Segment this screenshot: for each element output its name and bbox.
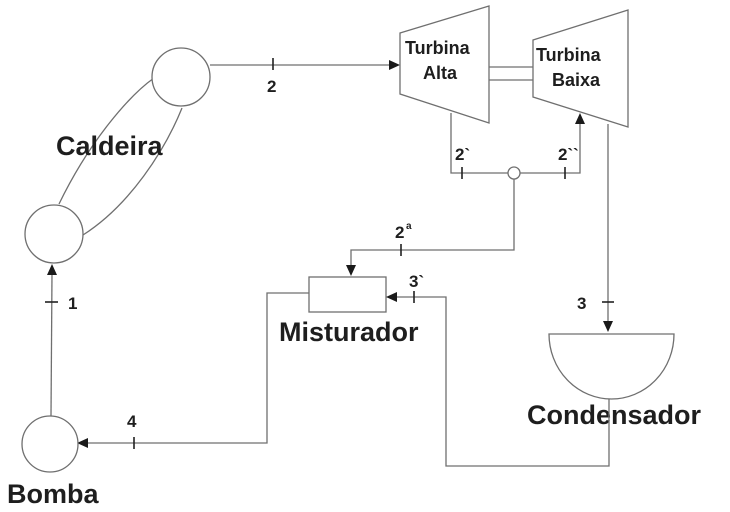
turbina-alta-label-1: Turbina	[405, 38, 471, 58]
flow-2-double-prime	[520, 113, 585, 179]
turbina-baixa-label-2: Baixa	[552, 70, 601, 90]
state-label-1: 1	[68, 294, 77, 313]
flow-3-prime	[386, 291, 610, 467]
caldeira-bottom-drum	[24, 204, 84, 264]
caldeira-top-drum	[151, 47, 211, 107]
condensador	[548, 333, 675, 400]
state-label-2-prime: 2`	[455, 145, 470, 164]
state-label-3-prime: 3`	[409, 272, 424, 291]
flow-4	[77, 292, 309, 449]
arrow-head	[603, 321, 613, 332]
flow-2-prime	[450, 113, 508, 179]
bomba-label: Bomba	[7, 479, 99, 509]
turbine-shaft	[489, 66, 533, 81]
arrow-head	[575, 113, 585, 124]
flow-2	[210, 58, 400, 70]
state-label-2-double-prime: 2``	[558, 145, 579, 164]
flow-3	[602, 124, 614, 332]
state-label-2a-superscript: a	[406, 221, 412, 232]
bomba	[21, 415, 79, 473]
separator-node	[507, 166, 521, 180]
turbina-baixa	[532, 9, 629, 128]
misturador-label: Misturador	[279, 317, 419, 347]
arrow-head	[386, 292, 397, 302]
caldeira-left-curve	[58, 77, 155, 205]
flow-1	[45, 264, 58, 417]
arrow-head	[346, 265, 356, 276]
caldeira	[24, 47, 211, 264]
condensador-label: Condensador	[527, 400, 702, 430]
state-label-2: 2	[267, 77, 276, 96]
state-label-3: 3	[577, 294, 586, 313]
caldeira-label: Caldeira	[56, 131, 164, 161]
turbina-alta-label-2: Alta	[423, 63, 458, 83]
arrow-head	[77, 438, 88, 448]
turbina-alta	[399, 5, 490, 124]
misturador	[308, 276, 387, 313]
caldeira-right-curve	[82, 107, 183, 236]
state-label-4: 4	[127, 412, 137, 431]
turbina-baixa-label-1: Turbina	[536, 45, 602, 65]
state-label-2a: 2	[395, 223, 404, 242]
arrow-head	[389, 60, 400, 70]
arrow-head	[47, 264, 57, 275]
flow-2a	[346, 179, 515, 276]
